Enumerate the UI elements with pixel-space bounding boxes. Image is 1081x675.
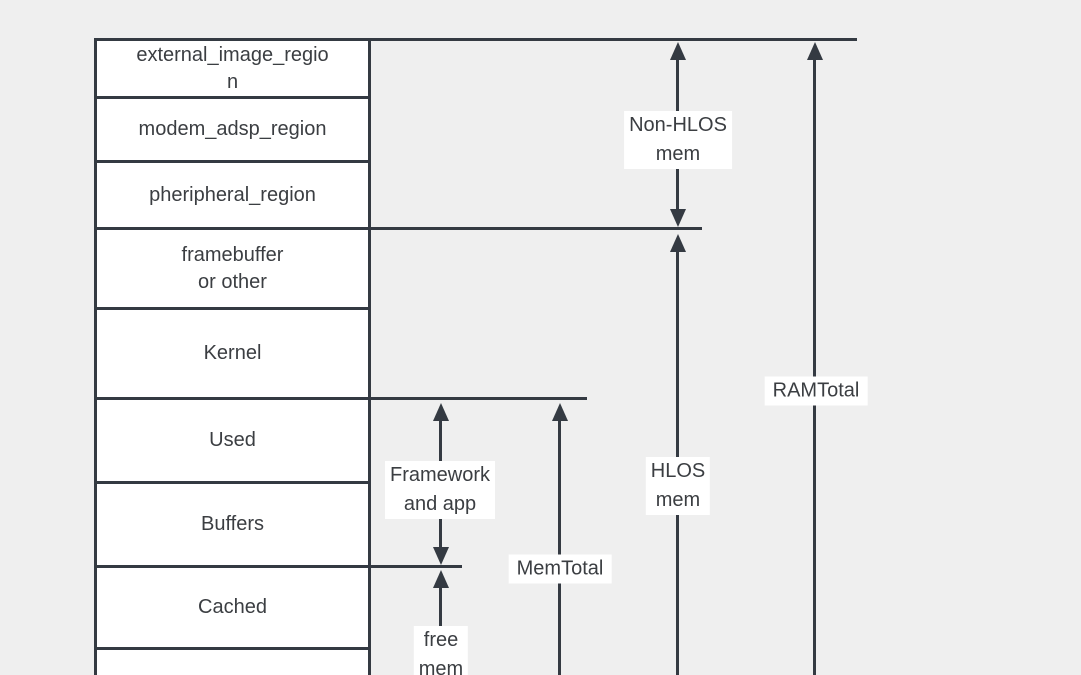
region-peripheral: pheripheral_region: [97, 163, 368, 230]
hlos-mem-arrowhead-icon: [670, 234, 686, 252]
region-external-image: external_image_regio n: [97, 41, 368, 99]
free-mem-arrow: [439, 586, 442, 628]
non-hlos-arrowhead-up-icon: [670, 42, 686, 60]
free-mem-arrowhead-icon: [433, 570, 449, 588]
region-kernel: Kernel: [97, 310, 368, 400]
non-hlos-boundary-line: [371, 227, 702, 230]
non-hlos-mem-label: Non-HLOS mem: [624, 111, 732, 169]
ram-total-arrow: [813, 58, 816, 675]
free-mem-label: free mem: [413, 626, 469, 675]
region-buffers: Buffers: [97, 484, 368, 568]
region-cached: Cached: [97, 568, 368, 650]
region-label: pheripheral_region: [149, 183, 316, 206]
mem-total-label: MemTotal: [508, 554, 612, 584]
mem-total-arrow: [558, 419, 561, 675]
memtotal-boundary-line: [371, 397, 587, 400]
non-hlos-arrowhead-down-icon: [670, 209, 686, 227]
region-label: Cached: [198, 596, 267, 618]
framework-arrowhead-down-icon: [433, 547, 449, 565]
region-label: Used: [209, 429, 256, 451]
ram-total-label: RAMTotal: [764, 376, 868, 406]
region-used: Used: [97, 400, 368, 484]
region-label: external_image_regio n: [136, 43, 329, 93]
region-label: Kernel: [203, 342, 262, 364]
region-modem-adsp: modem_adsp_region: [97, 99, 368, 163]
ram-total-arrowhead-icon: [807, 42, 823, 60]
mem-total-arrowhead-icon: [552, 403, 568, 421]
region-label: Buffers: [201, 513, 264, 535]
region-bottom-clipped: [97, 650, 368, 675]
hlos-mem-label: HLOS mem: [645, 457, 711, 515]
memory-region-stack: external_image_regio n modem_adsp_region…: [94, 38, 371, 675]
ram-top-boundary-line: [371, 38, 857, 41]
free-mem-boundary-line: [371, 565, 462, 568]
region-label: framebuffer or other: [181, 243, 284, 293]
framework-arrowhead-up-icon: [433, 403, 449, 421]
framework-and-app-label: Framework and app: [384, 461, 496, 519]
region-framebuffer: framebuffer or other: [97, 230, 368, 310]
region-label: modem_adsp_region: [138, 118, 327, 140]
